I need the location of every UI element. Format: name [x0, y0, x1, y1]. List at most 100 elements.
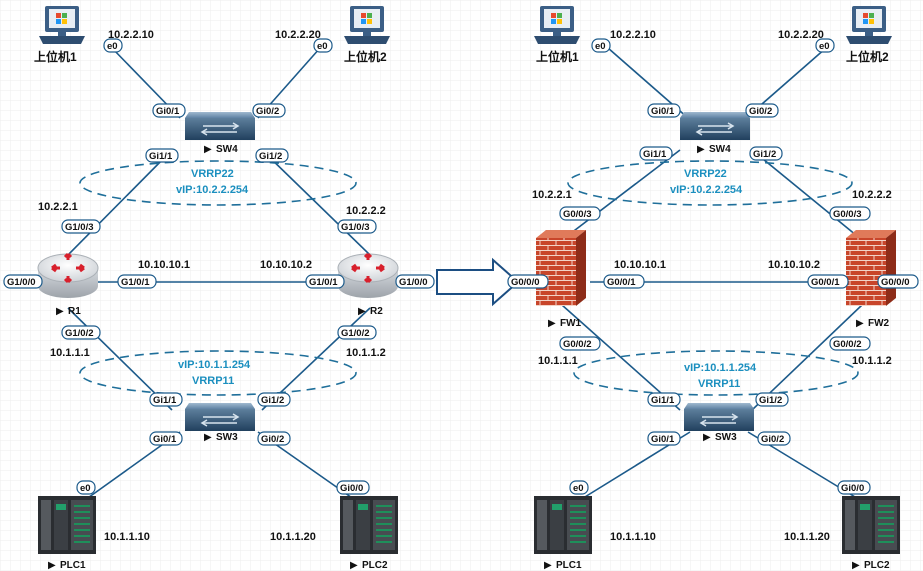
pc2-ip-right: 10.2.2.20 [778, 29, 824, 41]
port-r1-g102: G1/0/2 [61, 325, 101, 340]
plc1-ip-right: 10.1.1.10 [610, 531, 656, 543]
port-r2-g101: G1/0/1 [305, 274, 345, 289]
port-pc1-e0: e0 [103, 38, 123, 53]
plc2-icon-right [842, 496, 900, 554]
r2-name: R2 [370, 306, 383, 317]
svg-text:▶: ▶ [852, 560, 860, 571]
vrrp11-name: VRRP11 [192, 375, 234, 387]
port-sw3-gi12-right: Gi1/2 [755, 392, 789, 407]
pc2-ip: 10.2.2.20 [275, 29, 321, 41]
vrrp11-vip-right: vIP:10.1.1.254 [684, 362, 757, 374]
pc1-ip-right: 10.2.2.10 [610, 29, 656, 41]
port-sw3-gi01: Gi0/1 [149, 431, 183, 446]
plc2-ip-right: 10.1.1.20 [784, 531, 830, 543]
svg-text:G0/0/0: G0/0/0 [881, 277, 910, 288]
svg-text:e0: e0 [80, 483, 91, 494]
port-sw3-gi02: Gi0/2 [257, 431, 291, 446]
svg-text:▶: ▶ [544, 560, 552, 571]
vrrp22-name-right: VRRP22 [684, 168, 727, 180]
port-pc2-e0: e0 [313, 38, 333, 53]
svg-text:Gi0/0: Gi0/0 [340, 483, 363, 494]
svg-text:Gi1/2: Gi1/2 [259, 151, 282, 162]
right-topology: 上位机1 上位机2 ▶ SW4 ▶ SW3 ▶ FW1 ▶ FW2 ▶ PLC1… [507, 6, 919, 571]
sw3-name-right: SW3 [715, 432, 737, 443]
svg-text:Gi0/1: Gi0/1 [156, 106, 180, 117]
fw2-firewall-icon [846, 230, 896, 306]
svg-text:G0/0/1: G0/0/1 [607, 277, 636, 288]
plc1-icon-right [534, 496, 592, 554]
svg-text:Gi1/1: Gi1/1 [149, 151, 173, 162]
port-fw2-g001: G0/0/1 [807, 274, 849, 289]
port-sw3-gi12: Gi1/2 [257, 392, 291, 407]
svg-text:Gi0/1: Gi0/1 [651, 106, 675, 117]
port-fw2-g000: G0/0/0 [877, 274, 919, 289]
r1-name-arrow: ▶ [56, 306, 64, 317]
svg-text:Gi0/2: Gi0/2 [761, 434, 784, 445]
svg-text:G0/0/1: G0/0/1 [811, 277, 840, 288]
svg-text:e0: e0 [595, 41, 606, 52]
plc1-name: PLC1 [60, 560, 86, 571]
svg-text:G1/0/3: G1/0/3 [65, 222, 94, 233]
vrrp22-group-ellipse [79, 160, 357, 206]
svg-text:G1/0/2: G1/0/2 [65, 328, 94, 339]
svg-text:Gi0/2: Gi0/2 [749, 106, 772, 117]
svg-text:e0: e0 [317, 41, 328, 52]
link-sw4-r1 [67, 149, 173, 256]
svg-text:G0/0/2: G0/0/2 [833, 339, 862, 350]
plc2-icon [340, 496, 398, 554]
r2-ip-mid: 10.10.10.2 [260, 259, 312, 271]
port-plc1-e0: e0 [76, 480, 96, 495]
port-r1-g103: G1/0/3 [61, 219, 101, 234]
transition-arrow-icon [436, 257, 520, 307]
plc1-icon [38, 496, 96, 554]
vrrp11-name-right: VRRP11 [698, 378, 740, 390]
svg-text:Gi0/0: Gi0/0 [841, 483, 864, 494]
svg-text:G0/0/3: G0/0/3 [833, 209, 862, 220]
svg-text:e0: e0 [819, 41, 830, 52]
fw2-ip-up: 10.2.2.2 [852, 189, 892, 201]
pc2-computer-icon [344, 6, 390, 44]
port-sw4-gi02: Gi0/2 [252, 103, 286, 118]
port-sw4-gi12-right: Gi1/2 [749, 146, 783, 161]
plc2-ip: 10.1.1.20 [270, 531, 316, 543]
svg-text:G0/0/3: G0/0/3 [563, 209, 592, 220]
port-plc1-e0-right: e0 [569, 480, 589, 495]
pc1-computer-icon [39, 6, 85, 44]
pc2-name-right: 上位机2 [846, 49, 889, 64]
r1-ip-mid: 10.10.10.1 [138, 259, 190, 271]
port-pc1-e0-right: e0 [591, 38, 611, 53]
svg-text:G1/0/0: G1/0/0 [399, 277, 428, 288]
svg-text:Gi0/1: Gi0/1 [153, 434, 177, 445]
svg-text:Gi0/1: Gi0/1 [651, 434, 675, 445]
sw3-switch-icon [185, 403, 255, 431]
port-fw1-g000: G0/0/0 [507, 274, 549, 289]
plc1-name-right: PLC1 [556, 560, 582, 571]
port-r1-g101: G1/0/1 [117, 274, 157, 289]
port-fw1-g001: G0/0/1 [603, 274, 645, 289]
svg-text:Gi1/2: Gi1/2 [759, 395, 782, 406]
sw4-switch-icon [185, 112, 255, 140]
sw4-switch-icon-right [680, 112, 750, 140]
sw3-switch-icon-right [684, 403, 754, 431]
port-fw1-g003: G0/0/3 [559, 206, 601, 221]
svg-text:Gi1/1: Gi1/1 [651, 395, 675, 406]
vrrp22-group-ellipse-right [567, 160, 853, 206]
r2-name-arrow: ▶ [358, 306, 366, 317]
r2-ip-down: 10.1.1.2 [346, 347, 386, 359]
pc1-computer-icon-right [534, 6, 580, 44]
plc1-name-arrow: ▶ [48, 560, 56, 571]
port-r2-g103: G1/0/3 [337, 219, 377, 234]
fw2-ip-mid: 10.10.10.2 [768, 259, 820, 271]
vrrp22-vip-right: vIP:10.2.2.254 [670, 184, 743, 196]
port-r2-g100: G1/0/0 [395, 274, 435, 289]
port-fw2-g002: G0/0/2 [829, 336, 871, 351]
fw1-ip-down: 10.1.1.1 [538, 355, 578, 367]
sw3-name-arrow: ▶ [204, 432, 212, 443]
svg-text:Gi0/2: Gi0/2 [256, 106, 279, 117]
svg-text:G1/0/1: G1/0/1 [121, 277, 150, 288]
vrrp11-group-ellipse [79, 350, 357, 396]
link-sw4-r2 [261, 149, 371, 256]
port-sw4-gi11-right: Gi1/1 [639, 146, 673, 161]
pc1-name: 上位机1 [34, 49, 77, 64]
